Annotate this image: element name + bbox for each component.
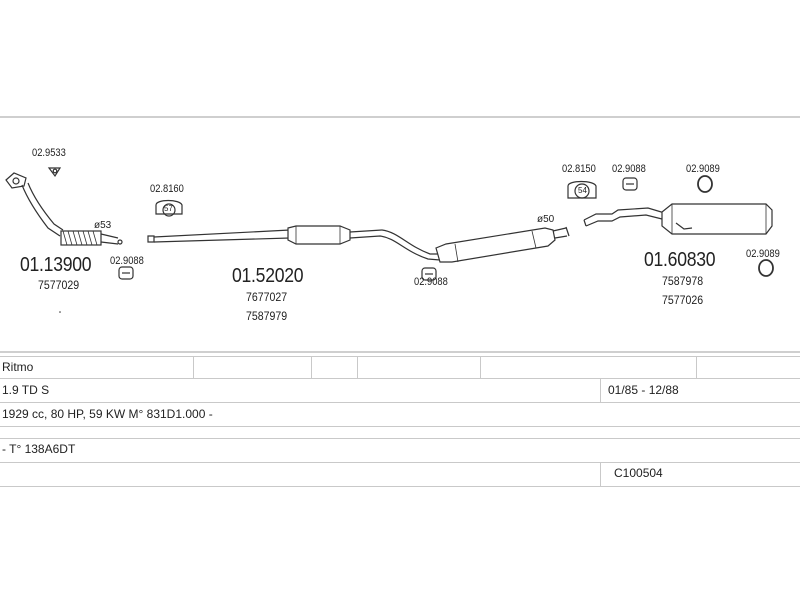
oem-number: 7677027	[246, 290, 288, 304]
oem-number: 7577026	[662, 293, 704, 307]
part-number: 01.52020	[232, 265, 304, 287]
hanger-label: 02.9088	[110, 255, 144, 267]
ring-02-9089-top-icon	[697, 175, 713, 193]
clamp-02-8160-icon	[155, 199, 183, 217]
oem-number: 7587978	[662, 274, 704, 288]
ring-02-9089-lower-icon	[758, 259, 774, 277]
clamp-label: 02.8160	[150, 183, 184, 195]
clamp-label: 02.8150	[562, 163, 596, 175]
engine-cell: 1.9 TD S	[2, 383, 50, 397]
clamp-02-8150-icon	[567, 180, 597, 199]
hanger-label: 02.9088	[414, 276, 448, 288]
model-cell: Ritmo	[2, 360, 34, 374]
hanger-02-9088-left-icon	[118, 266, 134, 280]
clamp-size-label: 54	[578, 186, 587, 195]
years-cell: 01/85 - 12/88	[608, 383, 679, 397]
part-number: 01.13900	[20, 254, 92, 276]
part-number: 01.60830	[644, 249, 716, 271]
hanger-label: 02.9088	[612, 163, 646, 175]
clamp-label: 02.9533	[32, 147, 66, 159]
ring-label: 02.9089	[746, 248, 780, 260]
front-pipe	[5, 172, 123, 246]
ring-label: 02.9089	[686, 163, 720, 175]
rear-silencer	[583, 203, 773, 235]
clamp-size-label: 57	[164, 204, 173, 213]
pipe-diameter-label: ø50	[537, 214, 555, 225]
type-cell: - T° 138A6DT	[2, 442, 76, 456]
middle-pipe	[147, 225, 441, 261]
rear-middle-silencer	[435, 226, 570, 263]
hanger-02-9088-middle-icon	[421, 267, 437, 281]
oem-number: 7587979	[246, 309, 288, 323]
code-cell: C100504	[614, 466, 663, 480]
pipe-diameter-label: ø53	[94, 220, 112, 231]
clamp-02-9533-icon	[47, 167, 62, 178]
specs-cell: 1929 cc, 80 HP, 59 KW M° 831D1.000 -	[2, 407, 213, 421]
oem-number: 7577029	[38, 278, 80, 292]
hanger-02-9088-right-icon	[622, 177, 638, 191]
